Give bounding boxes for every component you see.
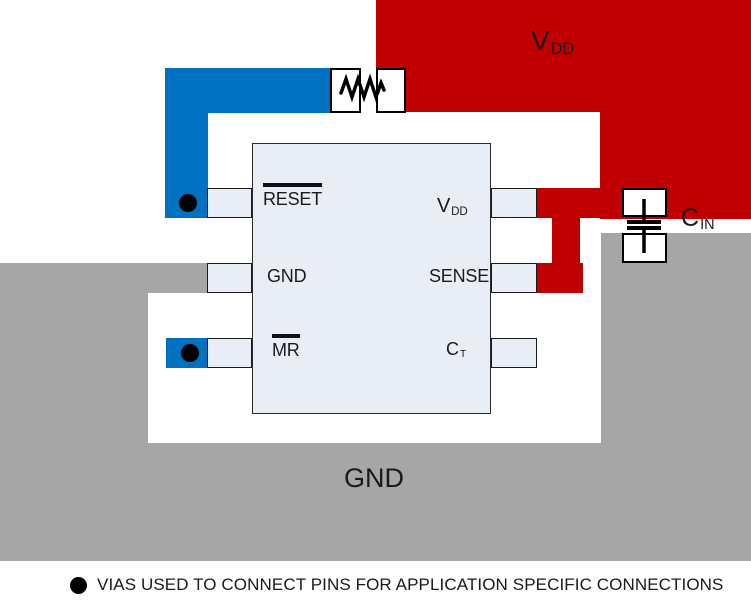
reset-pin-label: RESET xyxy=(263,183,322,209)
ic-vdd-pin-label-sub: DD xyxy=(451,204,468,218)
vdd-plane-right xyxy=(600,0,751,219)
pin-reset xyxy=(207,188,252,218)
pin-gnd xyxy=(207,263,252,293)
blue-trace-vertical xyxy=(165,68,208,218)
vdd-pin-trace xyxy=(537,188,601,218)
ic-vdd-pin-label: VDD xyxy=(437,195,468,218)
pin-sense xyxy=(491,263,537,293)
resistor-icon xyxy=(339,73,386,103)
gnd-plane-label: GND xyxy=(344,463,404,493)
mr-via-dot xyxy=(181,344,199,362)
pin-ct xyxy=(491,338,537,368)
vdd-sense-trace-vertical xyxy=(552,216,580,264)
cin-label-sub: IN xyxy=(700,217,715,234)
gnd-pin-label: GND xyxy=(267,266,307,286)
legend-text: VIAS USED TO CONNECT PINS FOR APPLICATIO… xyxy=(97,575,724,594)
ct-pin-label: CT xyxy=(446,339,466,361)
cin-label: CIN xyxy=(681,204,715,234)
reset-via-dot xyxy=(179,194,197,212)
gnd-plane-left xyxy=(0,263,148,561)
vdd-plane-label-sub: DD xyxy=(550,39,575,58)
vdd-plane-label: VDD xyxy=(531,25,575,58)
gnd-pin-strip xyxy=(148,263,207,293)
legend-via-dot xyxy=(70,577,87,594)
pin-vdd xyxy=(491,188,537,218)
sense-pin-trace xyxy=(537,263,583,293)
ct-pin-label-sub: T xyxy=(459,349,466,361)
sense-pin-label: SENSE xyxy=(429,266,490,286)
gnd-plane-bottom xyxy=(148,443,601,561)
pin-mr xyxy=(207,338,252,368)
capacitor-icon xyxy=(627,199,661,253)
gnd-plane-right xyxy=(601,233,751,561)
mr-pin-label: MR xyxy=(272,334,300,360)
ic-body xyxy=(252,143,491,414)
